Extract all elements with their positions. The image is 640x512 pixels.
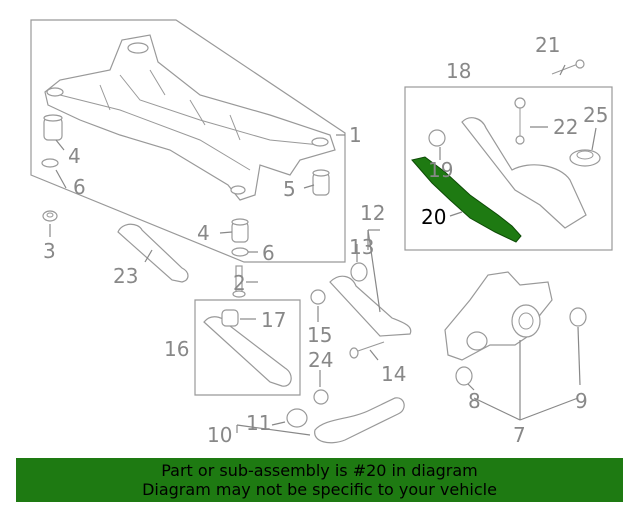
bushing-9[interactable] bbox=[569, 307, 587, 327]
spring-seat-25[interactable] bbox=[569, 149, 601, 167]
label-7: 7 bbox=[513, 423, 526, 447]
bushing-19[interactable] bbox=[428, 129, 446, 147]
banner-line-1: Part or sub-assembly is #20 in diagram bbox=[161, 461, 478, 480]
label-17: 17 bbox=[261, 308, 286, 332]
label-1: 1 bbox=[349, 123, 362, 147]
group-16-box bbox=[194, 299, 301, 396]
label-4-lower: 4 bbox=[197, 221, 210, 245]
parts-diagram: 1 2 3 4 4 5 6 6 7 8 9 10 11 12 13 14 15 … bbox=[30, 19, 613, 447]
bushing-17[interactable] bbox=[221, 309, 239, 327]
knuckle-7[interactable] bbox=[444, 271, 553, 361]
label-21: 21 bbox=[535, 33, 560, 57]
bolt-2[interactable] bbox=[232, 265, 246, 298]
bushing-4-lower[interactable] bbox=[231, 218, 249, 243]
bushing-11[interactable] bbox=[286, 408, 308, 428]
highlighted-part-20[interactable] bbox=[411, 156, 522, 243]
label-18: 18 bbox=[446, 59, 471, 83]
arm-10[interactable] bbox=[314, 397, 405, 444]
bushing-4-upper[interactable] bbox=[43, 114, 63, 141]
label-23: 23 bbox=[113, 264, 138, 288]
nut-3[interactable] bbox=[42, 210, 58, 222]
subframe-crossmember[interactable] bbox=[44, 34, 336, 201]
label-5: 5 bbox=[283, 177, 296, 201]
label-11: 11 bbox=[246, 411, 271, 435]
bushing-5[interactable] bbox=[312, 169, 330, 196]
label-24: 24 bbox=[308, 348, 333, 372]
arm-12[interactable] bbox=[329, 275, 412, 337]
label-22: 22 bbox=[553, 115, 578, 139]
bolt-14[interactable] bbox=[349, 341, 385, 359]
label-15: 15 bbox=[307, 323, 332, 347]
washer-6-lower[interactable] bbox=[231, 247, 249, 257]
bolt-21[interactable] bbox=[551, 59, 585, 75]
nut-15[interactable] bbox=[310, 289, 326, 305]
leader-lines bbox=[49, 64, 597, 436]
spring-arm-18[interactable] bbox=[461, 117, 587, 229]
bushing-8[interactable] bbox=[455, 366, 473, 386]
label-9: 9 bbox=[575, 389, 588, 413]
arm-16[interactable] bbox=[203, 316, 292, 387]
label-4-upper: 4 bbox=[68, 144, 81, 168]
info-banner: Part or sub-assembly is #20 in diagram D… bbox=[16, 458, 623, 502]
label-16: 16 bbox=[164, 337, 189, 361]
label-14: 14 bbox=[381, 362, 406, 386]
label-3: 3 bbox=[43, 239, 56, 263]
subframe-group-box bbox=[30, 19, 346, 263]
group-18-box bbox=[404, 86, 613, 251]
arm-23[interactable] bbox=[117, 223, 189, 283]
label-25: 25 bbox=[583, 103, 608, 127]
label-13: 13 bbox=[349, 235, 374, 259]
label-19: 19 bbox=[428, 158, 453, 182]
label-6-lower: 6 bbox=[262, 241, 275, 265]
label-10: 10 bbox=[207, 423, 232, 447]
label-20: 20 bbox=[421, 205, 446, 229]
stabilizer-link-22[interactable] bbox=[514, 97, 526, 145]
bushing-13[interactable] bbox=[350, 262, 368, 282]
banner-line-2: Diagram may not be specific to your vehi… bbox=[142, 480, 497, 499]
label-12: 12 bbox=[360, 201, 385, 225]
label-2: 2 bbox=[233, 271, 246, 295]
label-8: 8 bbox=[468, 389, 481, 413]
label-6-upper: 6 bbox=[73, 175, 86, 199]
washer-6-upper[interactable] bbox=[41, 158, 59, 168]
nut-24[interactable] bbox=[313, 389, 329, 405]
